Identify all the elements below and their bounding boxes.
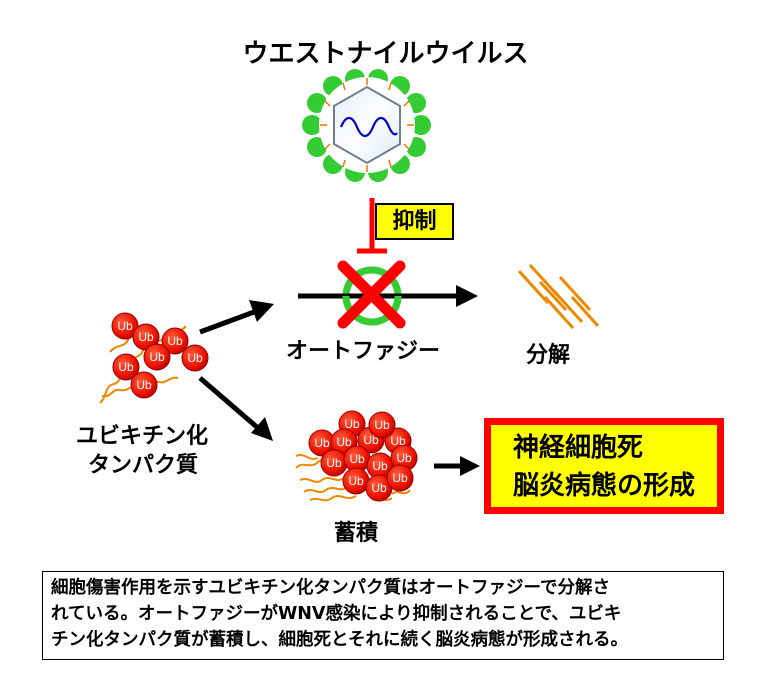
ub-tag-label: Ub [336,435,352,449]
caption-box: 細胞傷害作用を示すユビキチン化タンパク質はオートファジーで分解さ れている。オー… [42,571,724,660]
accumulation-label: 蓄積 [334,521,379,546]
ub-tag-label: Ub [136,378,152,392]
degraded-fragments-icon [517,263,600,330]
ub-tag-label: Ub [372,459,388,473]
rna-genome-icon [339,116,398,138]
ub-tag-label: Ub [117,319,133,333]
caption-line: チン化タンパク質が蓄積し、細胞死とそれに続く脳炎病態が形成される。 [51,630,628,650]
ub-protein-label-line: タンパク質 [88,453,199,478]
ubiquitinated-protein-icon: Ub Ub Ub Ub Ub Ub Ub [99,312,209,404]
ub-tag-label: Ub [390,434,406,448]
ub-tag-label: Ub [326,456,342,470]
inhibition-symbol [357,198,387,254]
ubiquitinated-protein-label: ユビキチン化 タンパク質 [76,422,208,480]
inhibition-label: 抑制 [375,203,454,240]
ub-tag-label: Ub [396,451,412,465]
ub-tag-label: Ub [187,351,203,365]
outcome-box: 神経細胞死 脳炎病態の形成 [484,418,724,514]
ub-tag-label: Ub [149,350,165,364]
ub-tag-label: Ub [138,330,154,344]
virus-particle-icon [302,69,431,182]
ub-tag-label: Ub [167,334,183,348]
virus-title: ウエストナイルウイルス [242,39,529,69]
degradation-label: 分解 [526,343,571,368]
ub-tag-label: Ub [374,418,390,432]
ub-protein-label-line: ユビキチン化 [76,424,209,449]
arrow-to-outcome [434,456,480,476]
ub-tag-label: Ub [349,452,365,466]
caption-line: れている。オートファジーがWNV感染により抑制されることで、ユビキ [51,604,622,624]
arrow-to-autophagy [199,300,274,335]
ub-tag-label: Ub [344,417,360,431]
caption-line: 細胞傷害作用を示すユビキチン化タンパク質はオートファジーで分解さ [51,578,610,598]
ub-tag-label: Ub [363,433,379,447]
outcome-line-neuronal-death: 神経細胞死 [513,433,644,463]
blocked-cross-icon [337,260,406,329]
ub-tag-label: Ub [118,360,134,374]
ub-tag-label: Ub [314,436,330,450]
autophagy-pathway [298,266,478,326]
autophagy-label: オートファジー [286,339,441,364]
protein-aggregate-icon: Ub Ub Ub Ub Ub Ub Ub Ub Ub Ub Ub Ub Ub [295,410,418,502]
arrow-to-accumulation [198,376,273,441]
outcome-line-encephalitis: 脳炎病態の形成 [513,471,696,501]
ub-tag-label: Ub [392,471,408,485]
ub-tag-label: Ub [348,474,364,488]
ub-tag-label: Ub [371,481,387,495]
